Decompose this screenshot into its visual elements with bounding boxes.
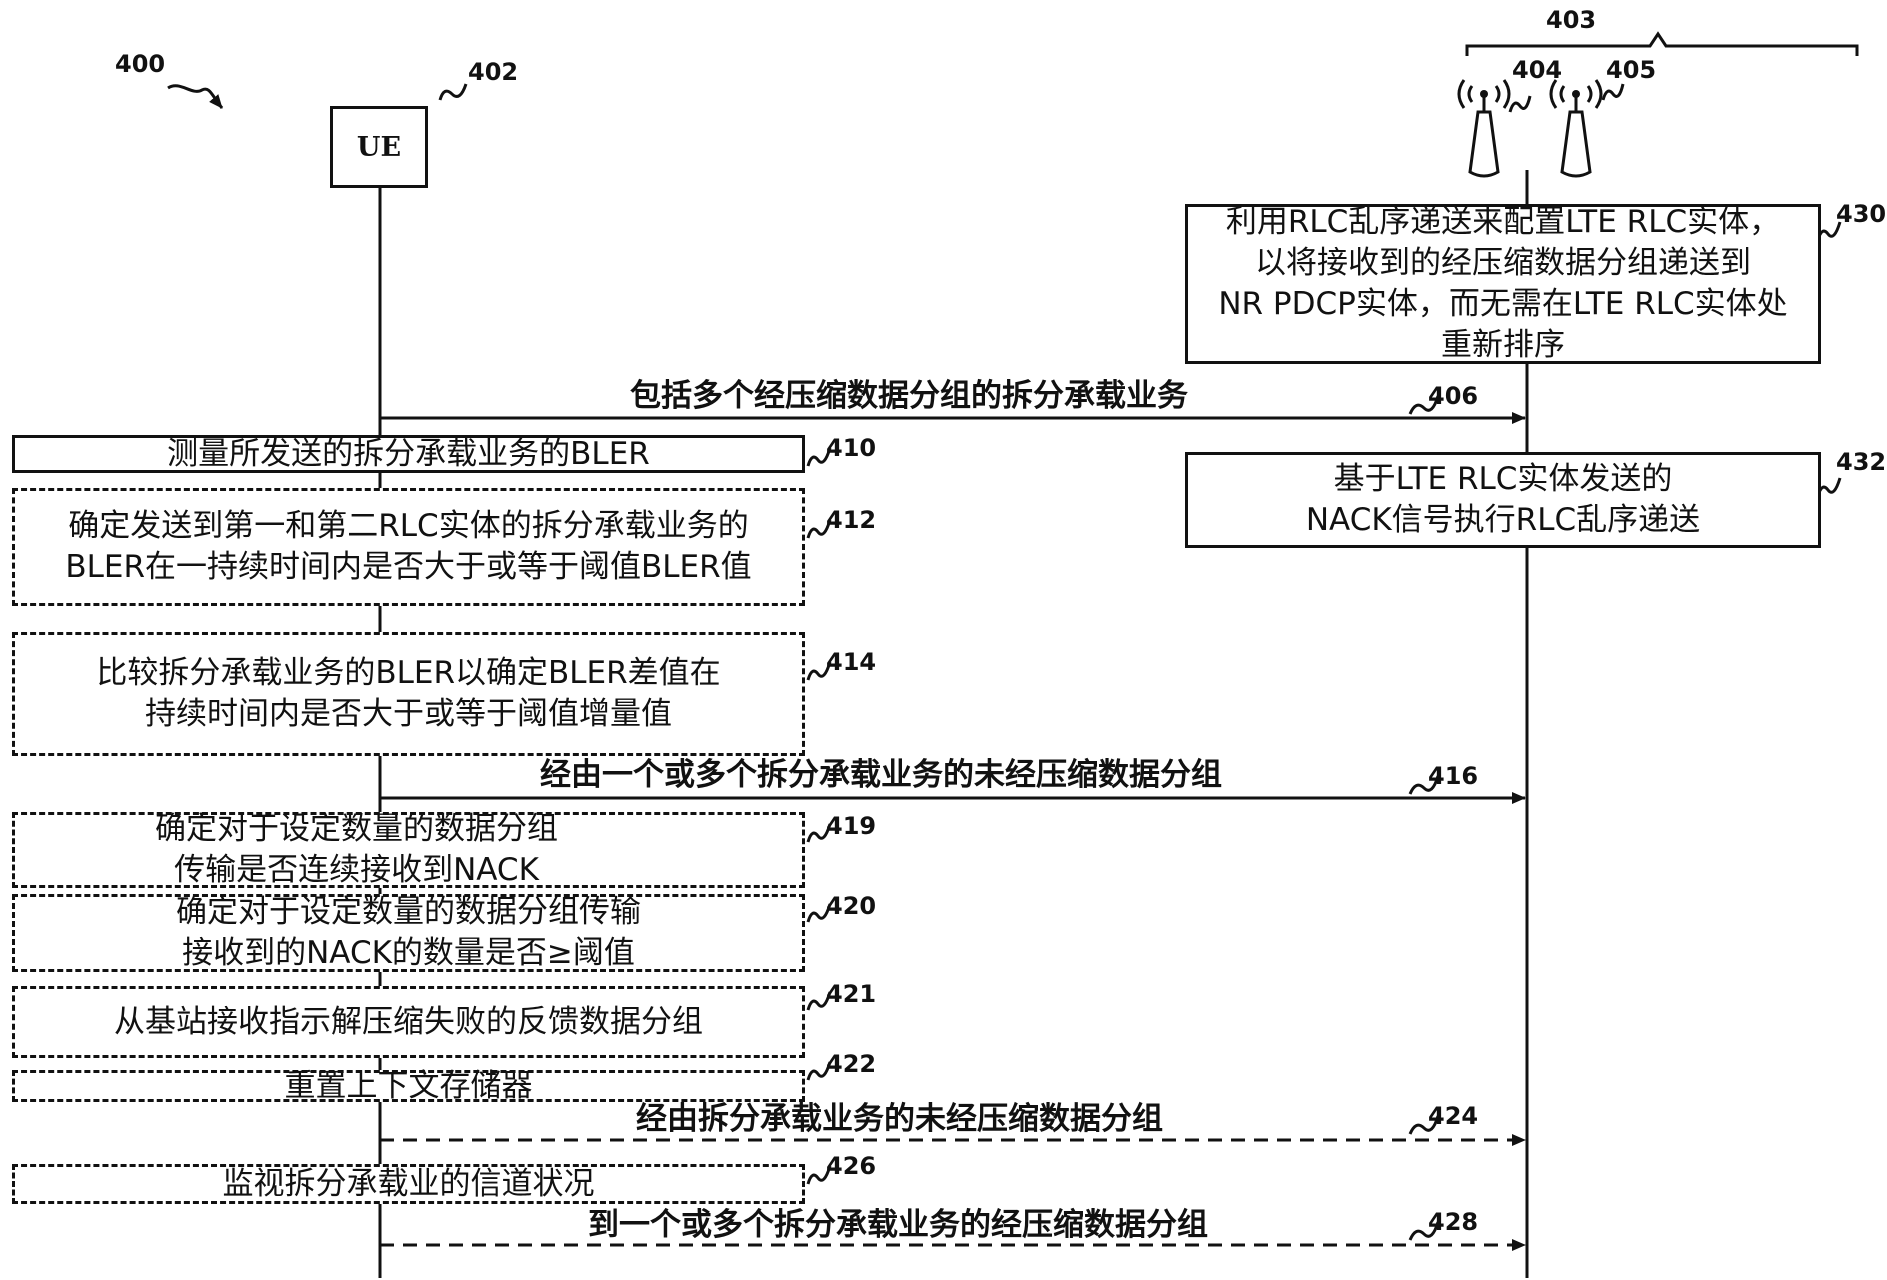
step-430-ref: 430 bbox=[1836, 200, 1887, 228]
step-426-text: 监视拆分承载业的信道状况 bbox=[222, 1165, 595, 1202]
leader-424 bbox=[1408, 1115, 1440, 1135]
message-406-ref: 406 bbox=[1428, 382, 1479, 410]
step-426-ref: 426 bbox=[826, 1152, 877, 1180]
step-412-box: 确定发送到第一和第二RLC实体的拆分承载业务的 BLER在一持续时间内是否大于或… bbox=[12, 488, 805, 606]
step-410-text: 测量所发送的拆分承载业务的BLER bbox=[167, 435, 650, 472]
step-420-box: 确定对于设定数量的数据分组传输 接收到的NACK的数量是否≥阈值 bbox=[12, 894, 805, 972]
base-station-bracket bbox=[1465, 31, 1859, 56]
leader-402 bbox=[438, 83, 468, 101]
leader-410 bbox=[806, 447, 832, 467]
message-424-ref: 424 bbox=[1428, 1102, 1479, 1130]
base-station-ref-label: 403 bbox=[1546, 6, 1597, 34]
step-412-ref: 412 bbox=[826, 506, 877, 534]
step-420-ref: 420 bbox=[826, 892, 877, 920]
step-420-text: 确定对于设定数量的数据分组传输 接收到的NACK的数量是否≥阈值 bbox=[176, 894, 641, 971]
step-419-box: 确定对于设定数量的数据分组 传输是否连续接收到NACK bbox=[12, 811, 805, 888]
ue-ref-label: 402 bbox=[468, 58, 519, 86]
leader-422 bbox=[806, 1061, 832, 1081]
step-422-box: 重置上下文存储器 bbox=[12, 1068, 805, 1104]
step-414-text: 比较拆分承载业务的BLER以确定BLER差值在 持续时间内是否大于或等于阈值增量… bbox=[96, 655, 721, 732]
leader-414 bbox=[806, 661, 832, 681]
figure-pointer-arrow bbox=[167, 84, 224, 109]
step-430-box: 利用RLC乱序递送来配置LTE RLC实体， 以将接收到的经压缩数据分组递送到 … bbox=[1185, 204, 1821, 364]
leader-419 bbox=[806, 823, 832, 843]
leader-405 bbox=[1601, 83, 1625, 101]
step-414-ref: 414 bbox=[826, 648, 877, 676]
message-406-text: 包括多个经压缩数据分组的拆分承载业务 bbox=[630, 378, 1188, 414]
leader-416 bbox=[1408, 775, 1440, 795]
step-410-ref: 410 bbox=[826, 434, 877, 462]
leader-406 bbox=[1408, 395, 1440, 415]
step-432-text: 基于LTE RLC实体发送的 NACK信号执行RLC乱序递送 bbox=[1305, 461, 1701, 538]
step-421-ref: 421 bbox=[826, 980, 877, 1008]
leader-432 bbox=[1816, 477, 1842, 497]
step-421-text: 从基站接收指示解压缩失败的反馈数据分组 bbox=[114, 1003, 703, 1040]
message-428-ref: 428 bbox=[1428, 1208, 1479, 1236]
message-428-text: 到一个或多个拆分承载业务的经压缩数据分组 bbox=[588, 1207, 1208, 1243]
step-422-ref: 422 bbox=[826, 1050, 877, 1078]
message-424-text: 经由拆分承载业务的未经压缩数据分组 bbox=[636, 1101, 1163, 1137]
ue-entity-box: UE bbox=[330, 106, 428, 188]
antenna-405-icon bbox=[1549, 79, 1603, 178]
leader-428 bbox=[1408, 1221, 1440, 1241]
figure-label: 400 bbox=[115, 50, 166, 78]
step-432-box: 基于LTE RLC实体发送的 NACK信号执行RLC乱序递送 bbox=[1185, 452, 1821, 548]
step-430-text: 利用RLC乱序递送来配置LTE RLC实体， 以将接收到的经压缩数据分组递送到 … bbox=[1218, 204, 1788, 363]
step-432-ref: 432 bbox=[1836, 448, 1887, 476]
ue-label: UE bbox=[356, 131, 402, 163]
step-410-box: 测量所发送的拆分承载业务的BLER bbox=[12, 435, 805, 473]
step-419-ref: 419 bbox=[826, 812, 877, 840]
message-416-ref: 416 bbox=[1428, 762, 1479, 790]
leader-404 bbox=[1508, 95, 1532, 113]
step-412-text: 确定发送到第一和第二RLC实体的拆分承载业务的 BLER在一持续时间内是否大于或… bbox=[65, 508, 752, 585]
message-416-text: 经由一个或多个拆分承载业务的未经压缩数据分组 bbox=[540, 757, 1222, 793]
step-419-text: 确定对于设定数量的数据分组 传输是否连续接收到NACK bbox=[155, 811, 558, 888]
antenna-1-ref-label: 404 bbox=[1512, 56, 1563, 84]
step-414-box: 比较拆分承载业务的BLER以确定BLER差值在 持续时间内是否大于或等于阈值增量… bbox=[12, 632, 805, 756]
antenna-2-ref-label: 405 bbox=[1606, 56, 1657, 84]
leader-426 bbox=[806, 1165, 832, 1185]
step-422-text: 重置上下文存储器 bbox=[284, 1067, 533, 1104]
step-426-box: 监视拆分承载业的信道状况 bbox=[12, 1164, 805, 1204]
antenna-404-icon bbox=[1457, 79, 1511, 178]
leader-421 bbox=[806, 991, 832, 1011]
leader-412 bbox=[806, 519, 832, 539]
step-421-box: 从基站接收指示解压缩失败的反馈数据分组 bbox=[12, 986, 805, 1058]
leader-420 bbox=[806, 903, 832, 923]
